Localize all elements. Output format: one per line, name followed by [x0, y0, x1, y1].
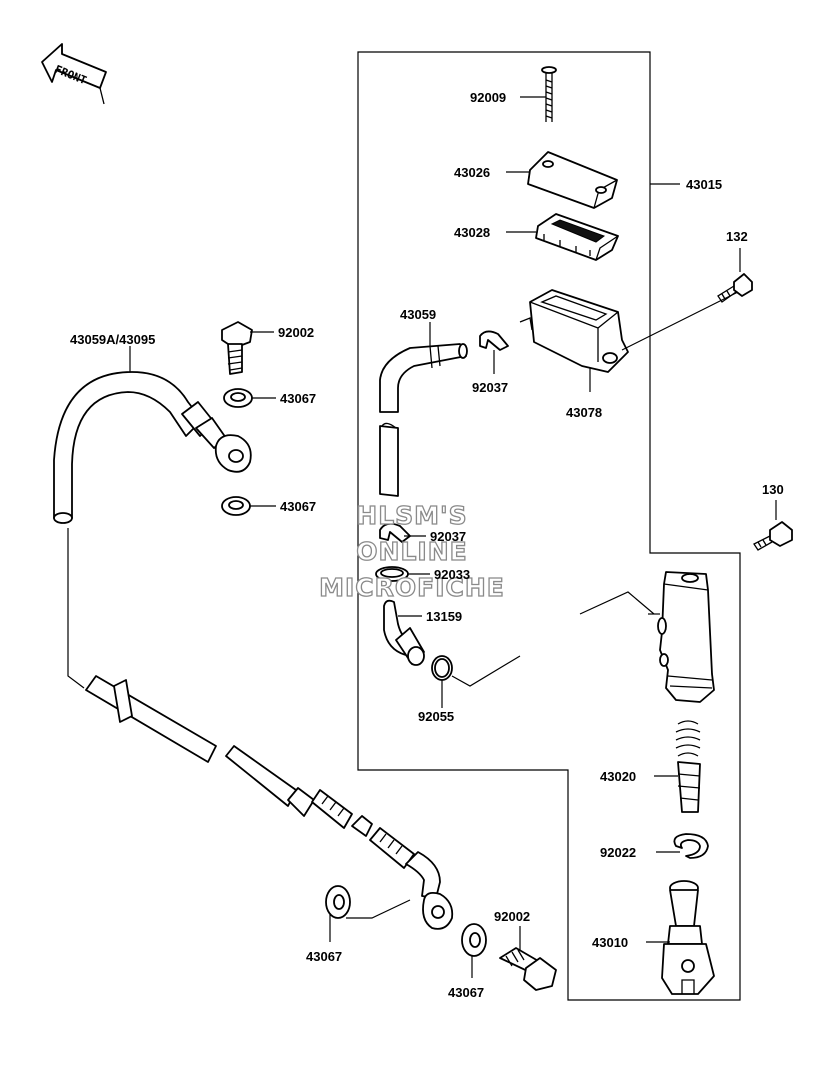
washer-43067-b	[221, 496, 251, 516]
assembly-outline	[357, 51, 741, 1001]
brake-hose-lower	[85, 675, 454, 930]
label-92037-upper[interactable]: 92037	[472, 380, 508, 395]
label-13159[interactable]: 13159	[426, 609, 462, 624]
label-92033[interactable]: 92033	[434, 567, 470, 582]
diaphragm-43028	[535, 213, 619, 261]
o-ring-92055	[431, 655, 453, 681]
bolt-132	[717, 273, 753, 303]
label-92002-upper[interactable]: 92002	[278, 325, 314, 340]
clip-92033	[375, 566, 409, 582]
bolt-130	[753, 521, 793, 551]
spring-piston-43020	[675, 720, 701, 813]
clamp-92037-upper	[479, 330, 509, 351]
reservoir-cap-43026	[527, 151, 618, 209]
label-43010[interactable]: 43010	[592, 935, 628, 950]
label-92037-lower[interactable]: 92037	[430, 529, 466, 544]
circlip-92022	[673, 833, 709, 859]
screw-92009	[541, 66, 557, 122]
label-130[interactable]: 130	[762, 482, 784, 497]
label-43067-c[interactable]: 43067	[306, 949, 342, 964]
label-43059a-43095[interactable]: 43059A/43095	[70, 332, 155, 347]
push-rod-43010	[661, 880, 715, 995]
label-43067-a[interactable]: 43067	[280, 391, 316, 406]
watermark: HLSM'S ONLINE MICROFICHE	[318, 500, 505, 602]
label-43067-d[interactable]: 43067	[448, 985, 484, 1000]
washer-43067-a	[223, 388, 253, 408]
banjo-bolt-92002-upper	[221, 321, 253, 375]
label-92002-lower[interactable]: 92002	[494, 909, 530, 924]
front-arrow: FRONT	[41, 43, 107, 105]
label-43059[interactable]: 43059	[400, 307, 436, 322]
clamp-92037-lower	[379, 522, 411, 543]
reservoir-hose-43059	[379, 343, 468, 497]
label-43078[interactable]: 43078	[566, 405, 602, 420]
fitting-13159	[383, 599, 425, 666]
label-92022[interactable]: 92022	[600, 845, 636, 860]
washer-43067-c	[325, 885, 351, 919]
label-92009[interactable]: 92009	[470, 90, 506, 105]
brake-hose-43059a	[53, 371, 252, 524]
reservoir-body-43078	[519, 289, 629, 373]
label-43015[interactable]: 43015	[686, 177, 722, 192]
label-92055[interactable]: 92055	[418, 709, 454, 724]
watermark-line-3: MICROFICHE	[319, 573, 505, 602]
washer-43067-d	[461, 923, 487, 957]
label-43067-b[interactable]: 43067	[280, 499, 316, 514]
label-43028[interactable]: 43028	[454, 225, 490, 240]
label-43020[interactable]: 43020	[600, 769, 636, 784]
banjo-bolt-92002-lower	[499, 947, 557, 991]
master-cylinder	[657, 571, 715, 703]
watermark-line-1: HLSM'S	[356, 501, 467, 530]
label-43026[interactable]: 43026	[454, 165, 490, 180]
watermark-line-2: ONLINE	[356, 537, 467, 566]
label-132[interactable]: 132	[726, 229, 748, 244]
